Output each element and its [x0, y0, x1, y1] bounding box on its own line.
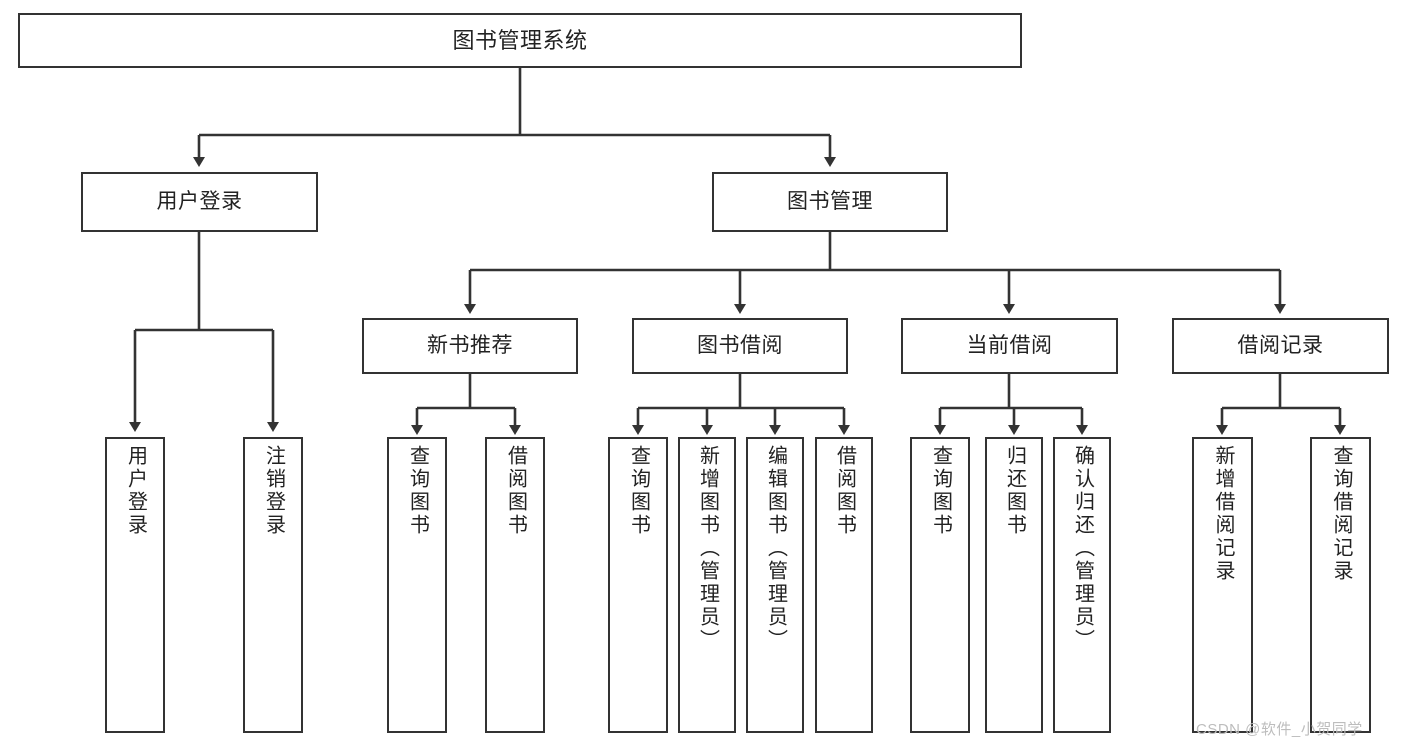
leaf-query-record[interactable]: 查询借阅记录 — [1310, 437, 1371, 733]
node-new-book-recommend-label: 新书推荐 — [427, 333, 513, 357]
leaf-add-book[interactable]: 新增图书（管理员） — [678, 437, 736, 733]
node-book-borrow[interactable]: 图书借阅 — [632, 318, 848, 374]
csdn-watermark: CSDN @软件_小贺同学 — [1196, 721, 1363, 738]
leaf-borrow-book-2[interactable]: 借阅图书 — [815, 437, 873, 733]
node-book-borrow-label: 图书借阅 — [697, 333, 783, 357]
leaf-logout[interactable]: 注销登录 — [243, 437, 303, 733]
leaf-query-book-2[interactable]: 查询图书 — [608, 437, 668, 733]
leaf-confirm-return-label: 确认归还（管理员） — [1071, 445, 1094, 652]
leaf-user-login-label: 用户登录 — [124, 445, 147, 537]
leaf-query-book-3-label: 查询图书 — [929, 445, 952, 537]
leaf-query-book-3[interactable]: 查询图书 — [910, 437, 970, 733]
leaf-add-record[interactable]: 新增借阅记录 — [1192, 437, 1253, 733]
leaf-query-record-label: 查询借阅记录 — [1330, 445, 1352, 583]
node-borrow-record[interactable]: 借阅记录 — [1172, 318, 1389, 374]
leaf-return-book-label: 归还图书 — [1003, 445, 1026, 537]
leaf-add-record-label: 新增借阅记录 — [1212, 445, 1234, 583]
node-user-login-label: 用户登录 — [156, 189, 243, 213]
leaf-logout-label: 注销登录 — [262, 445, 285, 537]
leaf-borrow-book-2-label: 借阅图书 — [833, 445, 856, 537]
leaf-add-book-label: 新增图书（管理员） — [696, 445, 719, 652]
node-root-label: 图书管理系统 — [452, 27, 588, 53]
node-book-manage[interactable]: 图书管理 — [712, 172, 948, 232]
leaf-edit-book-label: 编辑图书（管理员） — [764, 445, 787, 652]
leaf-edit-book[interactable]: 编辑图书（管理员） — [746, 437, 804, 733]
leaf-borrow-book-1[interactable]: 借阅图书 — [485, 437, 545, 733]
node-root[interactable]: 图书管理系统 — [18, 13, 1022, 68]
leaf-user-login[interactable]: 用户登录 — [105, 437, 165, 733]
leaf-return-book[interactable]: 归还图书 — [985, 437, 1043, 733]
node-current-borrow[interactable]: 当前借阅 — [901, 318, 1118, 374]
leaf-query-book-1[interactable]: 查询图书 — [387, 437, 447, 733]
leaf-query-book-2-label: 查询图书 — [627, 445, 650, 537]
node-user-login[interactable]: 用户登录 — [81, 172, 318, 232]
node-book-manage-label: 图书管理 — [787, 189, 873, 213]
leaf-borrow-book-1-label: 借阅图书 — [504, 445, 527, 537]
node-current-borrow-label: 当前借阅 — [966, 333, 1053, 357]
leaf-query-book-1-label: 查询图书 — [406, 445, 429, 537]
leaf-confirm-return[interactable]: 确认归还（管理员） — [1053, 437, 1111, 733]
node-borrow-record-label: 借阅记录 — [1237, 333, 1324, 357]
node-new-book-recommend[interactable]: 新书推荐 — [362, 318, 578, 374]
